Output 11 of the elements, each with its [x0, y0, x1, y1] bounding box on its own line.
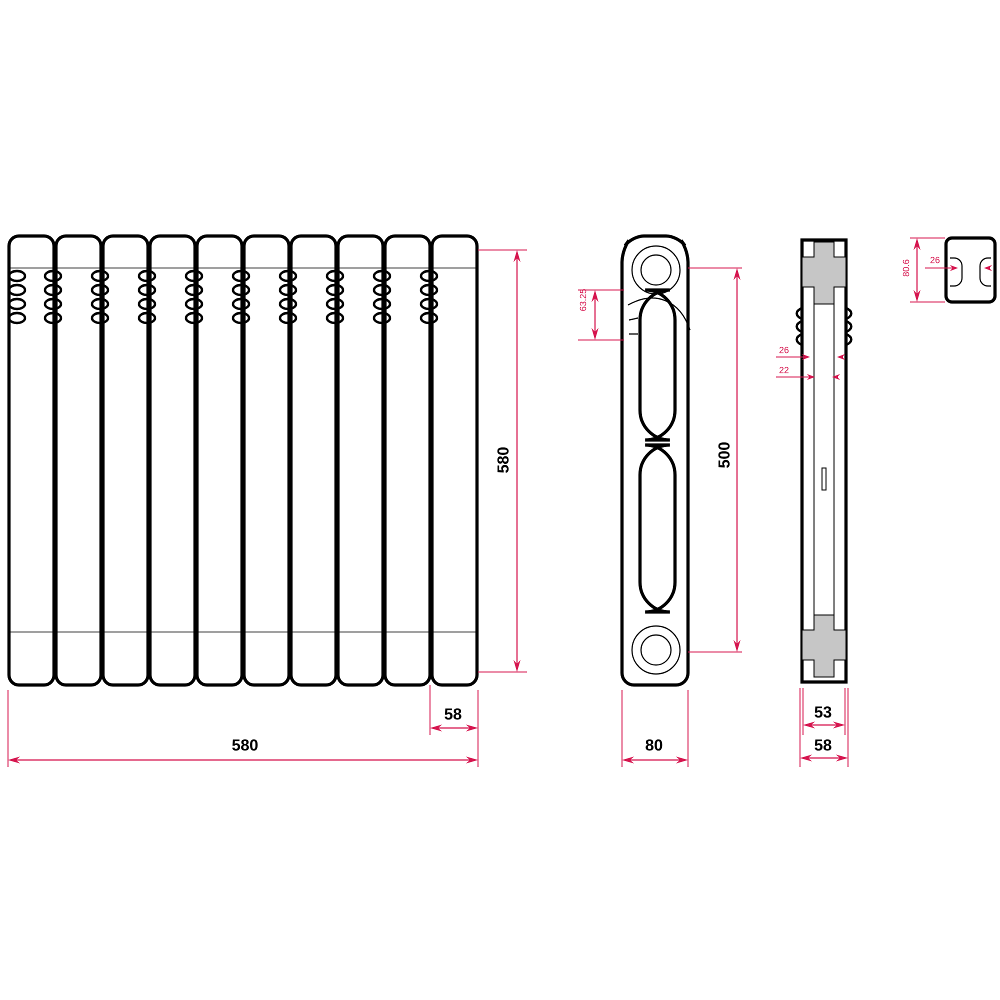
dimension-label: 22 — [779, 366, 789, 374]
dimension-label: 80 — [646, 739, 662, 751]
dimension-label: 580 — [497, 447, 509, 473]
dimension-label: 80.6 — [902, 260, 910, 276]
dimension-label: 53 — [814, 706, 832, 718]
dimension-label: 500 — [718, 442, 730, 468]
dimension-label: 26 — [779, 346, 789, 354]
dimension-label: 26 — [930, 256, 940, 264]
dimension-label: 580 — [232, 739, 258, 751]
dimension-label: 58 — [444, 708, 462, 720]
dimension-label: 58 — [814, 739, 832, 751]
